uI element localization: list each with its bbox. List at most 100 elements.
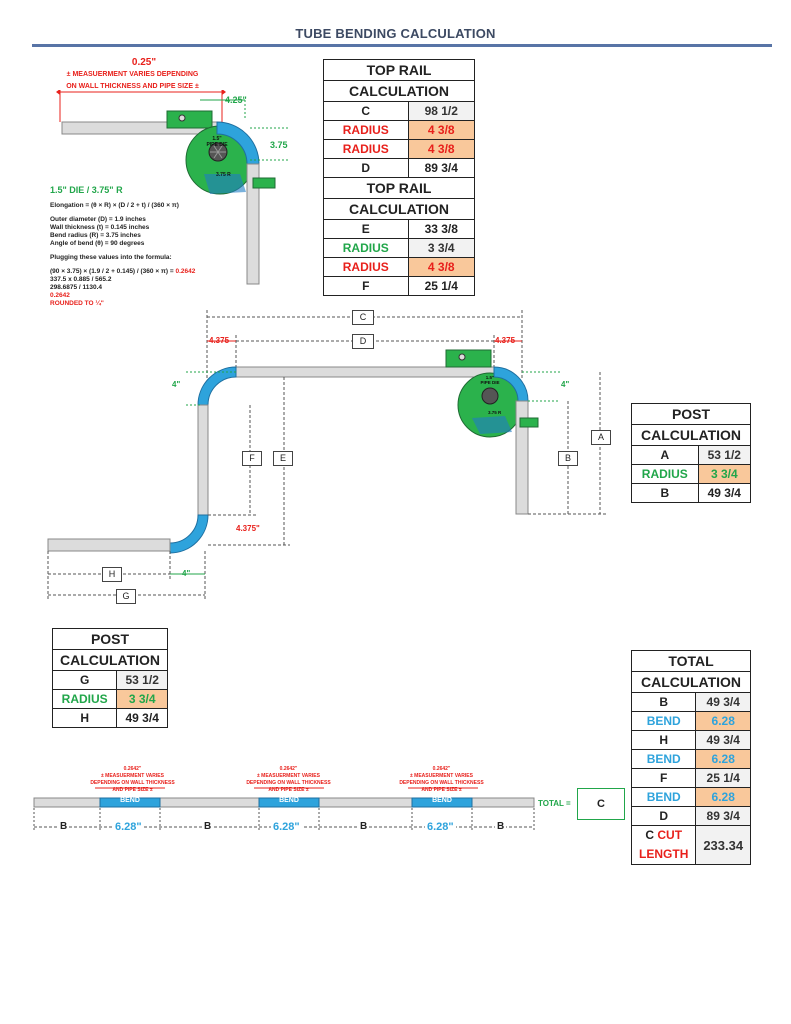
formula-line: Elongation = (θ × R) × (D / 2 + t) / (36… bbox=[50, 202, 179, 209]
param-line: Wall thickness (t) = 0.145 inches bbox=[50, 224, 150, 231]
pipe-segment bbox=[246, 163, 260, 285]
strip-note: 0.2642" ± MEASUERMENT VARIES DEPENDING O… bbox=[399, 766, 484, 793]
total-label: TOTAL = bbox=[538, 799, 571, 808]
dim-4-bottom: 4" bbox=[182, 569, 191, 578]
die-clamp bbox=[166, 110, 213, 129]
final-label: C CUT LENGTH bbox=[630, 825, 697, 865]
main-drawing bbox=[47, 310, 606, 600]
param-line: Angle of bend (θ) = 90 degrees bbox=[50, 240, 145, 247]
plug-line: Plugging these values into the formula: bbox=[50, 254, 172, 261]
calc-line: (90 × 3.75) × (1.9 / 2 + 0.145) / (360 ×… bbox=[50, 268, 196, 275]
table-header: CALCULATION bbox=[52, 649, 168, 671]
note-line-2: ON WALL THICKNESS AND PIPE SIZE ± bbox=[66, 83, 199, 90]
bend-label: BEND bbox=[432, 797, 452, 804]
bend-section bbox=[169, 514, 209, 554]
label-f: F bbox=[242, 451, 262, 466]
pipe-segment bbox=[235, 366, 495, 378]
table-header: CALCULATION bbox=[631, 424, 751, 446]
die-imprint: 1.5" PIPE DIE bbox=[480, 375, 500, 385]
title-rule bbox=[32, 44, 772, 47]
arrow-left-icon bbox=[56, 90, 60, 95]
dim-4-right: 4" bbox=[561, 380, 570, 389]
note-line-1: ± MEASUERMENT VARIES DEPENDING bbox=[66, 71, 199, 78]
strip-dim-bend: 6.28" bbox=[271, 821, 302, 833]
table-header: TOTAL bbox=[631, 650, 751, 672]
label-b: B bbox=[558, 451, 578, 466]
strip-note: 0.2642" ± MEASUERMENT VARIES DEPENDING O… bbox=[246, 766, 331, 793]
strip-dim-b: B bbox=[495, 821, 507, 832]
dim-4-left: 4" bbox=[172, 380, 181, 389]
label-c: C bbox=[352, 310, 374, 325]
bend-band bbox=[411, 797, 473, 808]
label-g: G bbox=[116, 589, 136, 604]
strip-dim-bend: 6.28" bbox=[425, 821, 456, 833]
table-row: C CUT LENGTH 233.34 bbox=[630, 825, 751, 865]
table-header: TOP RAIL bbox=[323, 59, 475, 81]
dim-4-375-bottom: 4.375" bbox=[236, 524, 260, 533]
table-header: POST bbox=[52, 628, 168, 650]
result-value: 0.2642 bbox=[50, 292, 70, 299]
strip-dim-bend: 6.28" bbox=[113, 821, 144, 833]
table-header: TOP RAIL bbox=[323, 177, 475, 199]
table-header: POST bbox=[631, 403, 751, 425]
page-title: TUBE BENDING CALCULATION bbox=[295, 26, 496, 41]
final-value: 233.34 bbox=[695, 825, 751, 865]
dim-4-375-right: 4.375 bbox=[495, 336, 516, 345]
rounded-note: ROUNDED TO ¼" bbox=[50, 300, 104, 307]
strip-note: 0.2642" ± MEASUERMENT VARIES DEPENDING O… bbox=[90, 766, 175, 793]
param-line: Outer diameter (D) = 1.9 inches bbox=[50, 216, 146, 223]
strip-dim-b: B bbox=[358, 821, 370, 832]
param-line: Bend radius (R) = 3.75 inches bbox=[50, 232, 141, 239]
strip-dim-b: B bbox=[202, 821, 214, 832]
top-elongation-note: ± MEASUERMENT VARIES DEPENDING ON WALL T… bbox=[50, 69, 215, 93]
total-box: C bbox=[577, 788, 625, 820]
dim-4-375-left: 4.375 bbox=[209, 336, 230, 345]
label-e: E bbox=[273, 451, 293, 466]
calc-line: 298.6875 / 1130.4 bbox=[50, 284, 103, 291]
pipe-segment bbox=[515, 400, 529, 515]
bend-label: BEND bbox=[279, 797, 299, 804]
arrow-right-icon bbox=[222, 90, 226, 95]
pipe-segment bbox=[47, 538, 171, 552]
dim-3-75: 3.75 bbox=[270, 140, 288, 150]
calc-line: 337.5 x 0.885 / 565.2 bbox=[50, 276, 112, 283]
top-elongation-value: 0.25" bbox=[131, 57, 157, 68]
bend-label: BEND bbox=[120, 797, 140, 804]
die-label: 1.5" DIE / 3.75" R bbox=[50, 185, 123, 195]
die-imprint: 1.5" PIPE DIE bbox=[206, 136, 228, 148]
label-h: H bbox=[102, 567, 122, 582]
bend-band bbox=[258, 797, 320, 808]
strip-dim-b: B bbox=[58, 821, 70, 832]
label-a: A bbox=[591, 430, 611, 445]
pipe-segment bbox=[197, 404, 209, 516]
bend-section bbox=[197, 366, 237, 406]
table-header: CALCULATION bbox=[323, 80, 475, 102]
die-clamp bbox=[445, 349, 492, 368]
top-detail-drawing bbox=[56, 90, 290, 285]
table-header: CALCULATION bbox=[323, 198, 475, 220]
die-radius-imprint: 3.75 R bbox=[488, 410, 502, 415]
table-header: CALCULATION bbox=[631, 671, 751, 693]
